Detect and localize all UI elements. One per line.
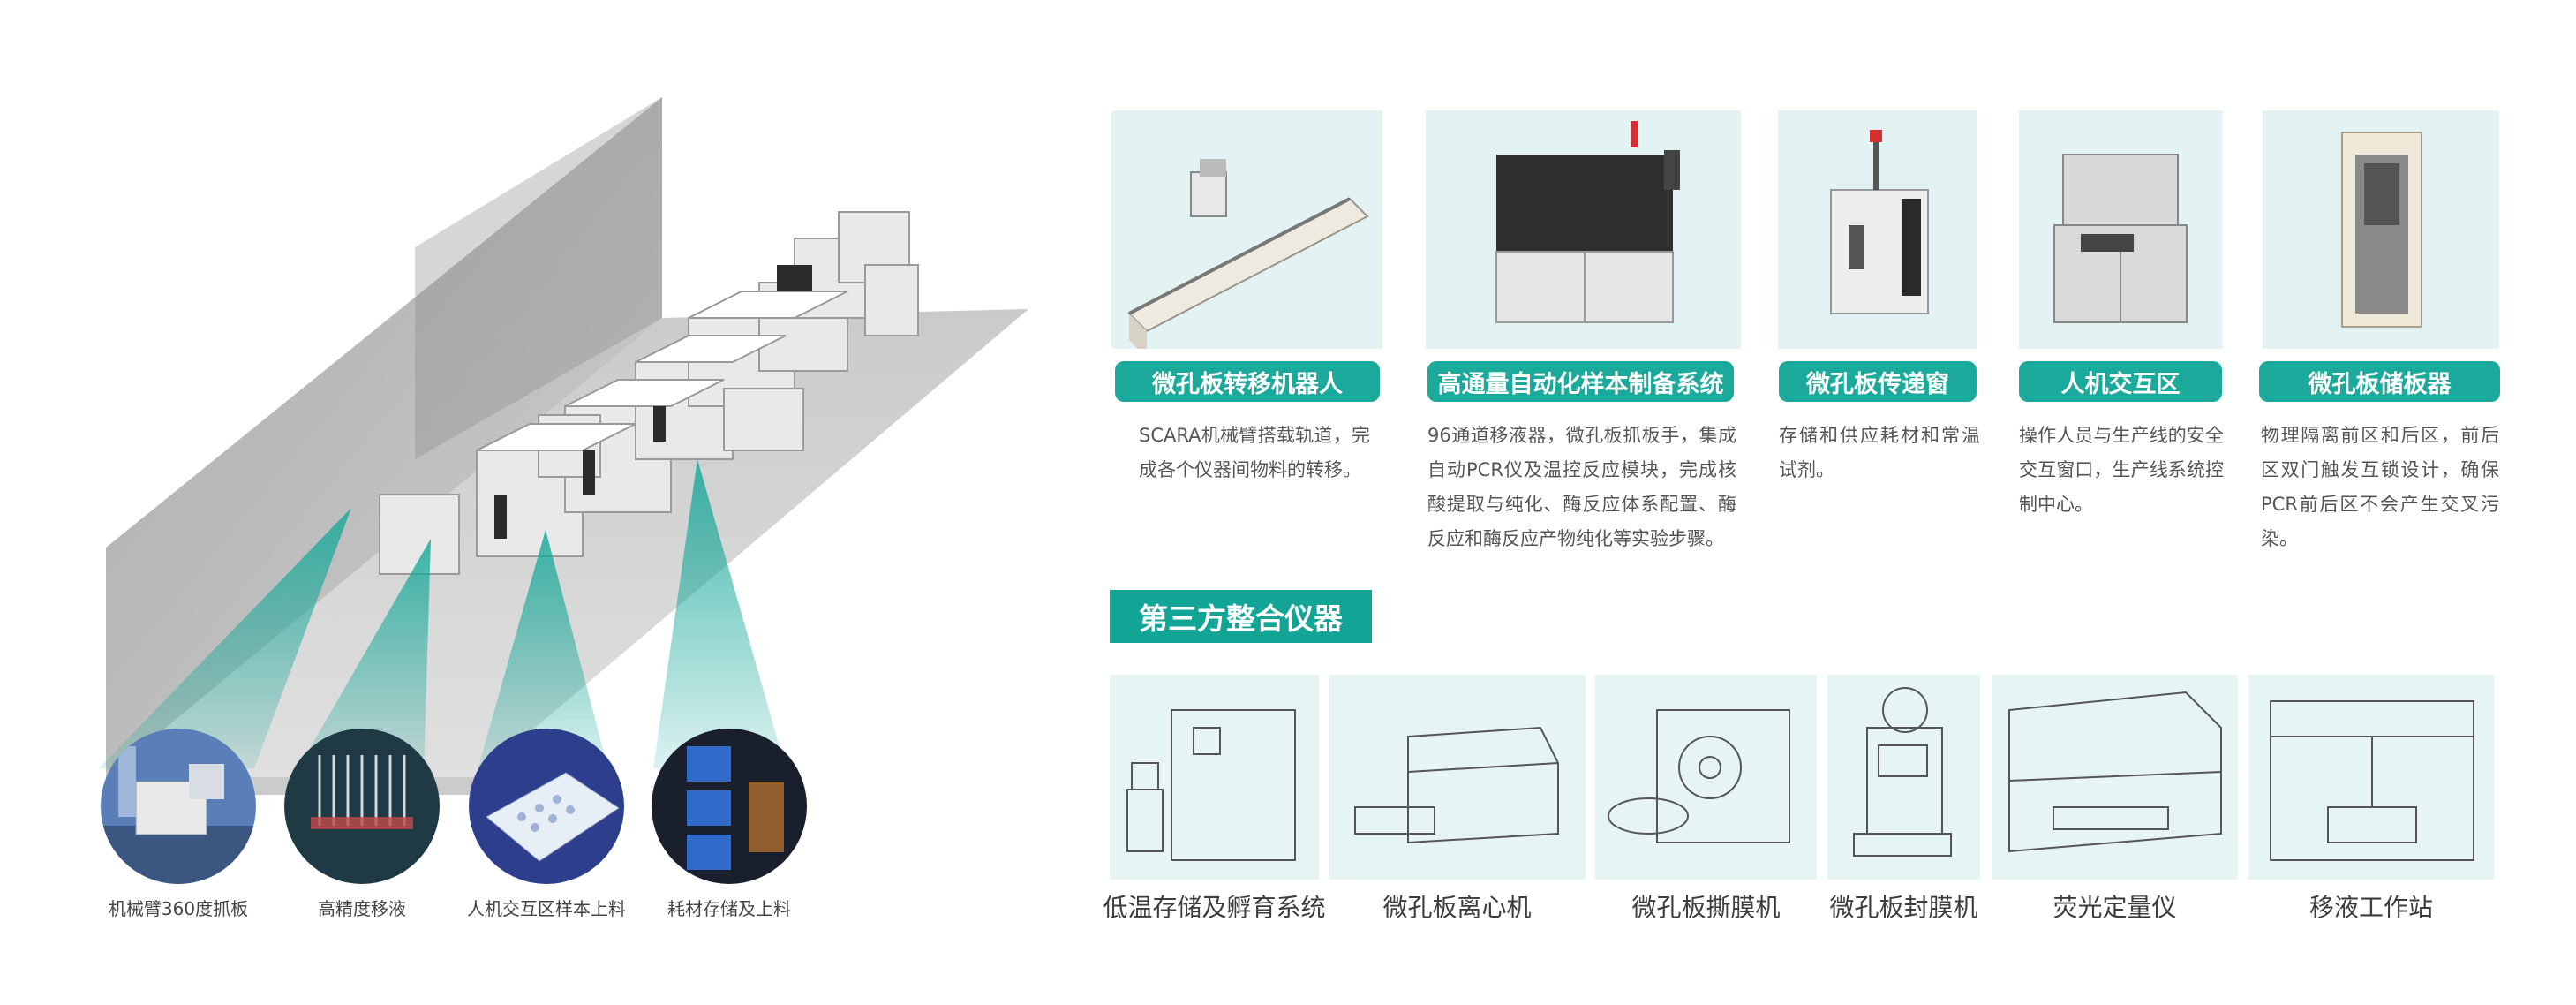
module-desc: 操作人员与生产线的安全交互窗口，生产线系统控制中心。	[2019, 425, 2224, 515]
instrument-tile	[1110, 675, 1319, 880]
cold-storage-sketch-icon	[1126, 709, 1296, 861]
module-title: 微孔板转移机器人	[1115, 361, 1380, 402]
instrument-tile	[1595, 675, 1817, 880]
qpcr-sketch-icon	[2008, 691, 2222, 853]
module-tile	[1426, 110, 1741, 349]
sample-prep-system-render-icon	[1495, 121, 1680, 323]
pipette-tips-photo-icon	[284, 729, 440, 884]
production-line-overview: 机械臂360度抓板 高精度移液 人机交互区样本上料 耗材存储及上料	[0, 0, 1095, 1005]
transfer-robot-render-icon	[1127, 159, 1369, 349]
sample-plate-photo-icon	[469, 729, 624, 884]
liquid-handler-sketch-icon	[2270, 700, 2474, 861]
instrument-label: 荧光定量仪	[2053, 893, 2177, 922]
callout-label: 人机交互区样本上料	[467, 898, 626, 919]
peeler-sketch-icon	[1608, 709, 1790, 843]
module-title: 高通量自动化样本制备系统	[1427, 361, 1734, 402]
instrument-tile	[1992, 675, 2238, 880]
module-desc: SCARA机械臂搭载轨道，完成各个仪器间物料的转移。	[1139, 425, 1370, 480]
third-party-heading: 第三方整合仪器	[1110, 590, 1372, 643]
pass-window-render-icon	[1830, 130, 1929, 314]
module-tile	[2263, 110, 2499, 349]
instrument-label: 微孔板离心机	[1382, 893, 1532, 922]
sealer-sketch-icon	[1853, 687, 1952, 857]
centrifuge-sketch-icon	[1354, 726, 1559, 844]
callout-label: 耗材存储及上料	[667, 898, 791, 919]
instrument-label: 低温存储及孵育系统	[1103, 893, 1326, 922]
module-tile	[1111, 110, 1382, 349]
storage-rack-photo-icon	[652, 729, 807, 884]
module-tile	[2019, 110, 2222, 349]
callout-label: 机械臂360度抓板	[108, 898, 249, 919]
module-tile	[1778, 110, 1977, 349]
module-title: 微孔板传递窗	[1779, 361, 1977, 402]
module-title: 微孔板储板器	[2259, 361, 2500, 402]
instrument-tile	[1329, 675, 1586, 880]
callout-label: 高精度移液	[318, 898, 406, 919]
module-title: 人机交互区	[2019, 361, 2222, 402]
instrument-tile	[2248, 675, 2494, 880]
module-desc: 物理隔离前区和后区，前后区双门触发互锁设计，确保PCR前后区不会产生交叉污染。	[2261, 425, 2499, 549]
module-desc: 96通道移液器，微孔板抓板手，集成自动PCR仪及温控反应模块，完成核酸提取与纯化…	[1427, 425, 1736, 549]
hmi-station-render-icon	[2053, 154, 2188, 323]
instrument-label: 微孔板撕膜机	[1631, 893, 1781, 922]
instrument-label: 微孔板封膜机	[1829, 893, 1978, 922]
instrument-label: 移液工作站	[2309, 893, 2433, 922]
robot-arm-photo-icon	[101, 729, 256, 884]
plate-hotel-render-icon	[2341, 132, 2422, 328]
production-line-render	[99, 97, 1028, 795]
instrument-tile	[1827, 675, 1980, 880]
module-desc: 存储和供应耗材和常温试剂。	[1779, 425, 1980, 480]
